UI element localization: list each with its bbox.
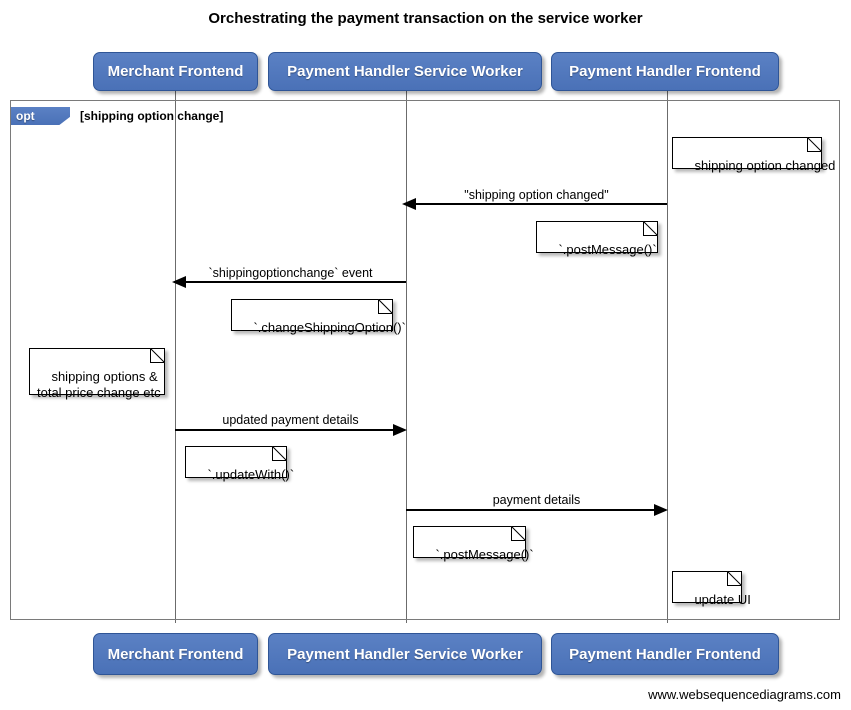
note-shipping-option-changed: shipping option changed xyxy=(672,137,835,173)
note-fold-icon xyxy=(511,526,526,541)
participant-label: Merchant Frontend xyxy=(107,63,244,80)
message-line-shipping-option-changed xyxy=(414,203,667,205)
participant-label: Payment Handler Frontend xyxy=(569,63,761,80)
lifeline-payment-handler-frontend xyxy=(667,90,668,623)
note-text: `.postMessage()` xyxy=(435,547,534,562)
message-arrowhead-updated-payment-details xyxy=(393,424,407,436)
note-fold-icon xyxy=(643,221,658,236)
lifeline-merchant-frontend xyxy=(175,90,176,623)
participant-label: Payment Handler Frontend xyxy=(569,645,761,663)
note-text: update UI xyxy=(694,592,751,607)
message-line-payment-details xyxy=(406,509,655,511)
fragment-opt-frame xyxy=(10,100,840,620)
lifeline-payment-handler-service-worker xyxy=(406,90,407,623)
note-shipping-options-total-price: shipping options & total price change et… xyxy=(29,348,165,400)
page-title: Orchestrating the payment transaction on… xyxy=(208,10,643,27)
message-line-shippingoptionchange-event xyxy=(184,281,406,283)
fragment-opt-label: opt xyxy=(11,107,70,125)
note-text: `.updateWith()` xyxy=(207,467,295,482)
note-post-message-1: `.postMessage()` xyxy=(536,221,658,257)
fragment-type-text: opt xyxy=(16,109,35,123)
note-fold-icon xyxy=(807,137,822,152)
message-arrowhead-shipping-option-changed xyxy=(402,198,416,210)
message-label-updated-payment-details: updated payment details xyxy=(222,413,359,427)
message-label-payment-details: payment details xyxy=(492,493,581,507)
note-fold-icon xyxy=(378,299,393,314)
message-arrowhead-payment-details xyxy=(654,504,668,516)
note-fold-icon xyxy=(272,446,287,461)
participant-top-payment-handler-service-worker[interactable]: Payment Handler Service Worker xyxy=(268,52,542,91)
note-post-message-2: `.postMessage()` xyxy=(413,526,534,562)
message-label-shipping-option-changed: "shipping option changed" xyxy=(464,188,609,202)
note-update-ui: update UI xyxy=(672,571,751,607)
participant-top-payment-handler-frontend[interactable]: Payment Handler Frontend xyxy=(551,52,779,91)
note-update-with: `.updateWith()` xyxy=(185,446,294,482)
note-text: `.postMessage()` xyxy=(558,242,657,257)
message-arrowhead-shippingoptionchange-event xyxy=(172,276,186,288)
message-label-shippingoptionchange-event: `shippingoptionchange` event xyxy=(208,266,373,280)
participant-label: Payment Handler Service Worker xyxy=(287,63,523,80)
participant-label: Merchant Frontend xyxy=(107,645,244,663)
note-text: `.changeShippingOption()` xyxy=(253,320,406,335)
note-fold-icon xyxy=(150,348,165,363)
participant-bottom-merchant-frontend[interactable]: Merchant Frontend xyxy=(93,633,258,675)
note-text: shipping option changed xyxy=(694,158,836,173)
note-text: shipping options & total price change et… xyxy=(37,369,161,400)
fragment-condition-text: [shipping option change] xyxy=(80,109,224,123)
participant-bottom-payment-handler-frontend[interactable]: Payment Handler Frontend xyxy=(551,633,779,675)
message-line-updated-payment-details xyxy=(175,429,394,431)
participant-bottom-payment-handler-service-worker[interactable]: Payment Handler Service Worker xyxy=(268,633,542,675)
participant-top-merchant-frontend[interactable]: Merchant Frontend xyxy=(93,52,258,91)
footer-watermark-url: www.websequencediagrams.com xyxy=(648,687,841,702)
note-fold-icon xyxy=(727,571,742,586)
note-change-shipping-option: `.changeShippingOption()` xyxy=(231,299,406,335)
participant-label: Payment Handler Service Worker xyxy=(287,645,523,663)
